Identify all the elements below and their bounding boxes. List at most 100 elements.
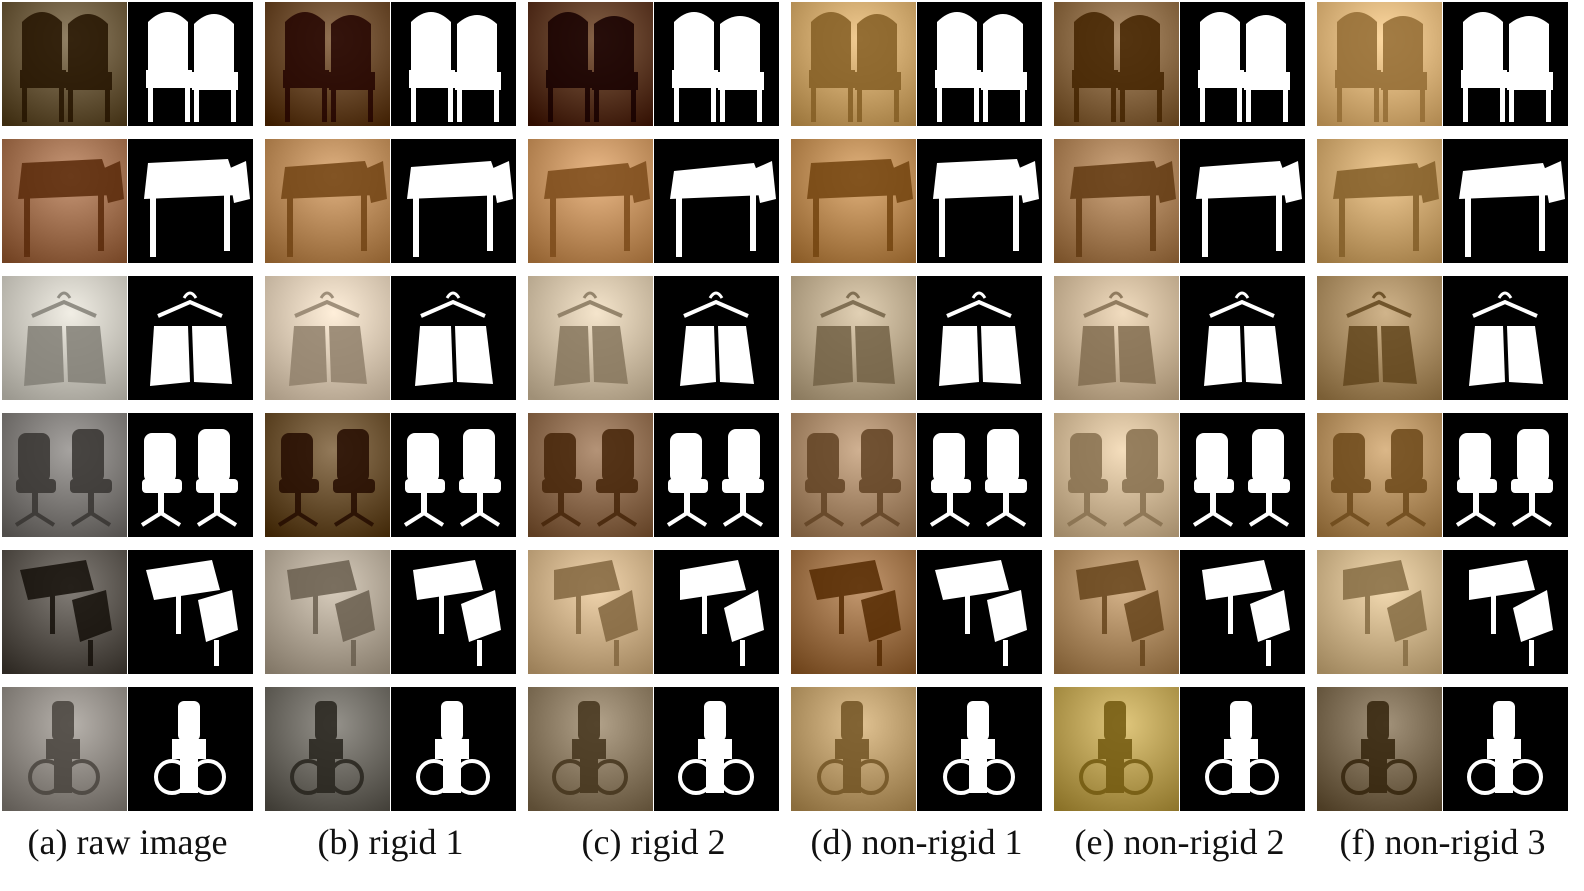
mask-office-chairs (1443, 413, 1568, 537)
mask-school-desk (391, 550, 516, 674)
image-grid (2, 2, 1568, 811)
photo-school-desk (528, 550, 653, 674)
mask-office-chairs (654, 413, 779, 537)
photo-school-desk (265, 550, 390, 674)
mask-table-and-chairs (1180, 139, 1305, 263)
image-mask-pair-arched-back-chairs (528, 2, 779, 126)
column-caption: (b) rigid 1 (317, 822, 464, 862)
photo-school-desk (1317, 550, 1442, 674)
image-mask-pair-office-chairs (2, 413, 253, 537)
column-caption: (a) raw image (27, 822, 228, 862)
image-mask-pair-bags-on-hanger (1054, 276, 1305, 400)
image-mask-pair-arched-back-chairs (265, 2, 516, 126)
column-caption: (c) rigid 2 (581, 822, 726, 862)
image-mask-pair-office-chairs (791, 413, 1042, 537)
mask-office-chairs (391, 413, 516, 537)
mask-table-and-chairs (917, 139, 1042, 263)
photo-bags-on-hanger (265, 276, 390, 400)
mask-school-desk (128, 550, 253, 674)
mask-bags-on-hanger (128, 276, 253, 400)
photo-school-desk (2, 550, 127, 674)
mask-wheelchair (1180, 687, 1305, 811)
image-mask-pair-arched-back-chairs (791, 2, 1042, 126)
mask-bags-on-hanger (654, 276, 779, 400)
column-caption: (f) non-rigid 3 (1339, 822, 1546, 862)
image-mask-pair-school-desk (1054, 550, 1305, 674)
image-mask-pair-school-desk (2, 550, 253, 674)
image-mask-pair-table-and-chairs (1317, 139, 1568, 263)
mask-bags-on-hanger (391, 276, 516, 400)
photo-arched-back-chairs (528, 2, 653, 126)
photo-table-and-chairs (791, 139, 916, 263)
image-mask-pair-table-and-chairs (1054, 139, 1305, 263)
image-mask-pair-wheelchair (1054, 687, 1305, 811)
mask-wheelchair (128, 687, 253, 811)
image-mask-pair-school-desk (1317, 550, 1568, 674)
mask-table-and-chairs (654, 139, 779, 263)
photo-school-desk (791, 550, 916, 674)
image-mask-pair-wheelchair (791, 687, 1042, 811)
photo-wheelchair (528, 687, 653, 811)
image-mask-pair-table-and-chairs (791, 139, 1042, 263)
photo-school-desk (1054, 550, 1179, 674)
mask-arched-back-chairs (1180, 2, 1305, 126)
photo-office-chairs (2, 413, 127, 537)
mask-arched-back-chairs (391, 2, 516, 126)
photo-wheelchair (791, 687, 916, 811)
photo-table-and-chairs (1317, 139, 1442, 263)
photo-office-chairs (1317, 413, 1442, 537)
image-mask-pair-office-chairs (1054, 413, 1305, 537)
photo-arched-back-chairs (1317, 2, 1442, 126)
image-mask-pair-school-desk (265, 550, 516, 674)
photo-wheelchair (1317, 687, 1442, 811)
photo-office-chairs (791, 413, 916, 537)
mask-table-and-chairs (391, 139, 516, 263)
mask-arched-back-chairs (917, 2, 1042, 126)
image-mask-pair-bags-on-hanger (791, 276, 1042, 400)
mask-office-chairs (128, 413, 253, 537)
column-caption: (e) non-rigid 2 (1074, 822, 1285, 862)
photo-table-and-chairs (528, 139, 653, 263)
image-mask-pair-bags-on-hanger (2, 276, 253, 400)
photo-bags-on-hanger (528, 276, 653, 400)
mask-office-chairs (917, 413, 1042, 537)
mask-bags-on-hanger (1180, 276, 1305, 400)
photo-office-chairs (528, 413, 653, 537)
photo-wheelchair (265, 687, 390, 811)
photo-arched-back-chairs (1054, 2, 1179, 126)
image-mask-pair-wheelchair (528, 687, 779, 811)
image-mask-pair-table-and-chairs (528, 139, 779, 263)
mask-wheelchair (917, 687, 1042, 811)
photo-office-chairs (265, 413, 390, 537)
image-mask-pair-bags-on-hanger (1317, 276, 1568, 400)
photo-table-and-chairs (265, 139, 390, 263)
image-mask-pair-table-and-chairs (265, 139, 516, 263)
photo-office-chairs (1054, 413, 1179, 537)
mask-school-desk (654, 550, 779, 674)
caption-row: (a) raw image(b) rigid 1(c) rigid 2(d) n… (2, 818, 1568, 866)
image-mask-pair-wheelchair (1317, 687, 1568, 811)
image-mask-pair-office-chairs (528, 413, 779, 537)
image-mask-pair-school-desk (528, 550, 779, 674)
photo-bags-on-hanger (1054, 276, 1179, 400)
mask-table-and-chairs (1443, 139, 1568, 263)
photo-bags-on-hanger (791, 276, 916, 400)
image-mask-pair-wheelchair (265, 687, 516, 811)
image-mask-pair-office-chairs (265, 413, 516, 537)
photo-table-and-chairs (1054, 139, 1179, 263)
mask-bags-on-hanger (917, 276, 1042, 400)
image-mask-pair-table-and-chairs (2, 139, 253, 263)
mask-wheelchair (1443, 687, 1568, 811)
mask-office-chairs (1180, 413, 1305, 537)
photo-bags-on-hanger (1317, 276, 1442, 400)
mask-school-desk (917, 550, 1042, 674)
photo-wheelchair (2, 687, 127, 811)
photo-arched-back-chairs (791, 2, 916, 126)
image-mask-pair-school-desk (791, 550, 1042, 674)
photo-arched-back-chairs (265, 2, 390, 126)
mask-wheelchair (654, 687, 779, 811)
image-mask-pair-office-chairs (1317, 413, 1568, 537)
mask-arched-back-chairs (1443, 2, 1568, 126)
mask-arched-back-chairs (654, 2, 779, 126)
photo-bags-on-hanger (2, 276, 127, 400)
